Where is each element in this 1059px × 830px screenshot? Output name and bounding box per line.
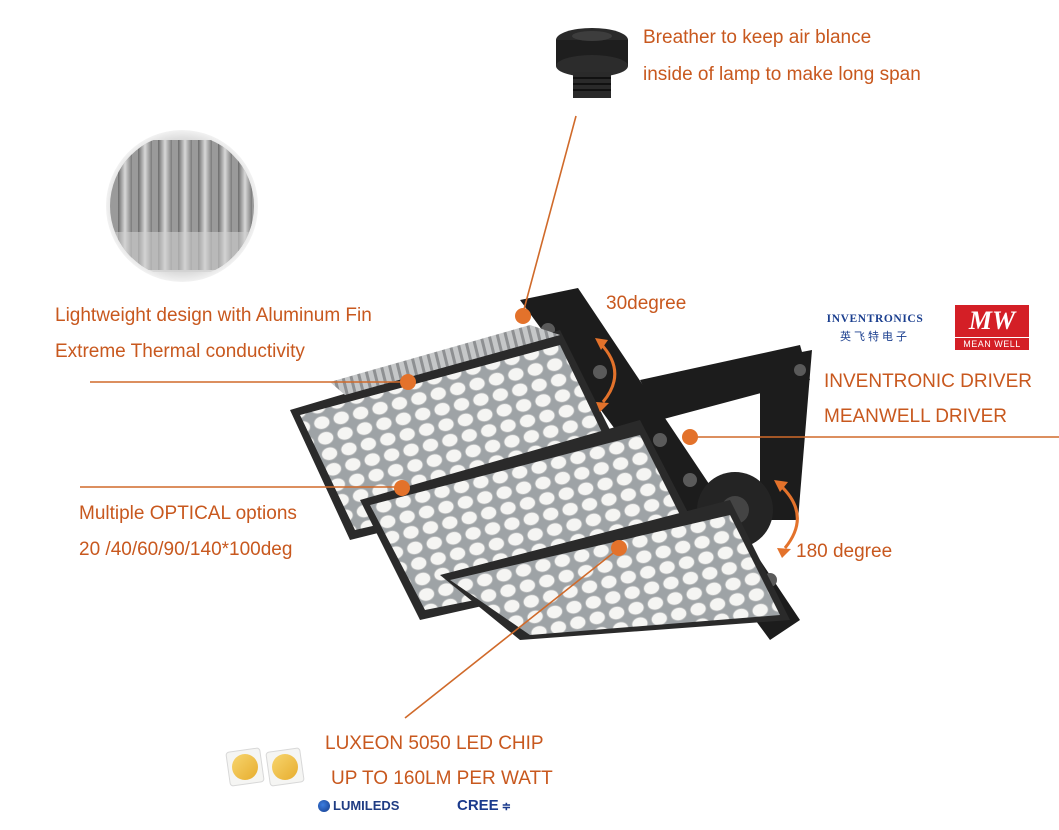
callout-lines — [80, 115, 1059, 719]
breather-label-line1: Breather to keep air blance — [643, 27, 872, 48]
inventronics-logo-cn: 英飞特电子 — [840, 331, 910, 343]
driver-label-line1: INVENTRONIC DRIVER — [824, 371, 1032, 392]
inventronics-logo-en: INVENTRONICS — [826, 313, 924, 325]
driver-label-line2: MEANWELL DRIVER — [824, 406, 1007, 427]
optical-label-line1: Multiple OPTICAL options — [79, 503, 297, 524]
heatsink-fin-icon — [106, 130, 258, 282]
lumileds-dot-icon — [318, 799, 330, 812]
callout-dots — [394, 308, 698, 556]
meanwell-logo-mark: MW — [955, 305, 1029, 337]
inventronics-logo: INVENTRONICS 英飞特电子 — [818, 313, 932, 349]
optical-label-line2: 20 /40/60/90/140*100deg — [79, 539, 293, 560]
led-chip-icon — [225, 747, 305, 787]
rotate-arrow-icon — [774, 480, 799, 558]
cree-logo-text: CREE — [457, 797, 499, 814]
breather-plug-icon — [556, 28, 628, 98]
cree-logo: CREE ≑ — [457, 797, 511, 814]
chip-label-line2: UP TO 160LM PER WATT — [331, 768, 553, 789]
led-module-bottom — [440, 500, 790, 640]
breather-label-line2: inside of lamp to make long span — [643, 64, 921, 85]
cree-mark-icon: ≑ — [498, 801, 511, 813]
rotate-arrow-icon — [595, 338, 617, 412]
meanwell-logo: MW MEAN WELL — [955, 305, 1029, 350]
angle-30-label: 30degree — [606, 293, 687, 314]
lumileds-logo: LUMILEDS — [318, 798, 399, 813]
fin-label-line1: Lightweight design with Aluminum Fin — [55, 305, 372, 326]
chip-label-line1: LUXEON 5050 LED CHIP — [325, 733, 544, 754]
angle-180-label: 180 degree — [796, 541, 893, 562]
fin-label-line2: Extreme Thermal conductivity — [55, 341, 305, 362]
meanwell-logo-name: MEAN WELL — [955, 337, 1029, 350]
lumileds-logo-text: LUMILEDS — [333, 798, 400, 813]
